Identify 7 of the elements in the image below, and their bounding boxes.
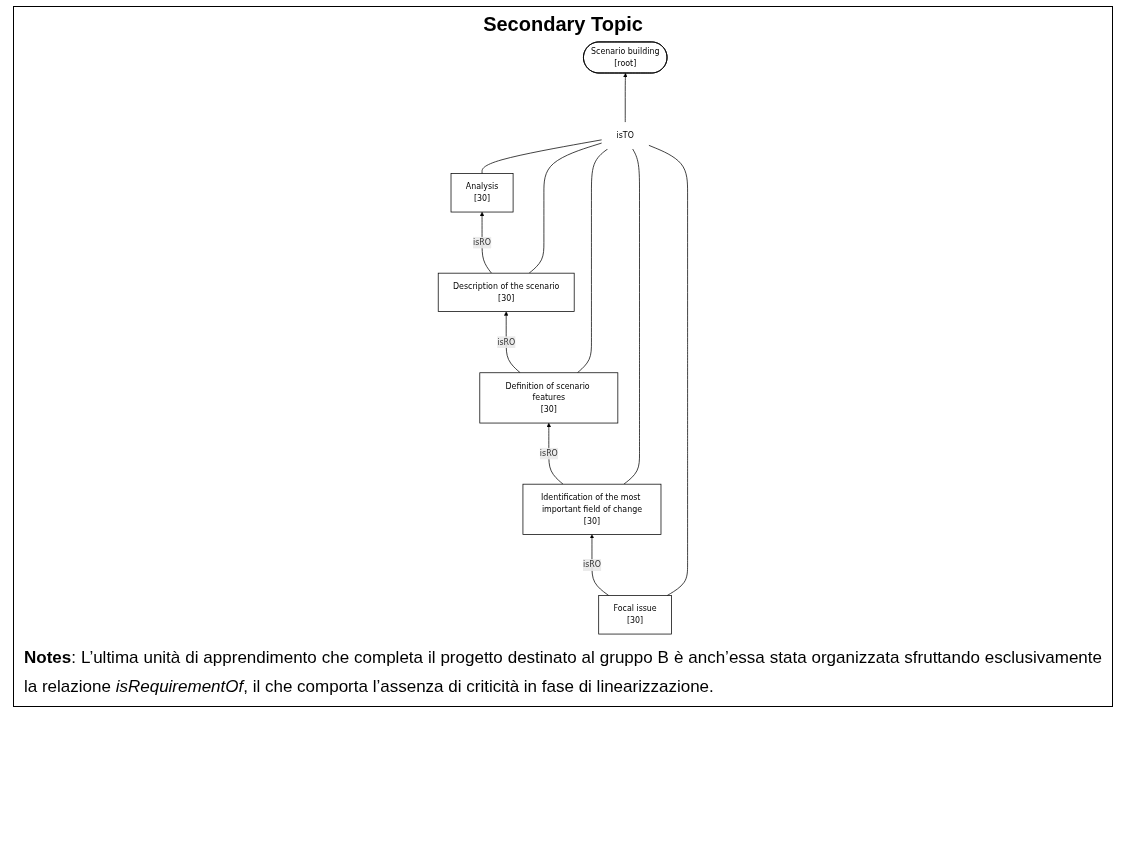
- connector: [648, 144, 689, 596]
- connector: [623, 148, 640, 485]
- notes-paragraph: Notes: L’ultima unità di apprendimento che completa il progetto destinato al gruppo B è anch’essa stata organizzata sfruttando esclusivamente la relazione isRequirementOf, il che comporta l’assenza di criticità in fase di linearizzazione.: [24, 647, 1102, 698]
- diagram-title: Secondary Topic: [482, 13, 644, 36]
- connector: [528, 142, 603, 274]
- connector: [577, 148, 609, 374]
- connector: [481, 139, 603, 174]
